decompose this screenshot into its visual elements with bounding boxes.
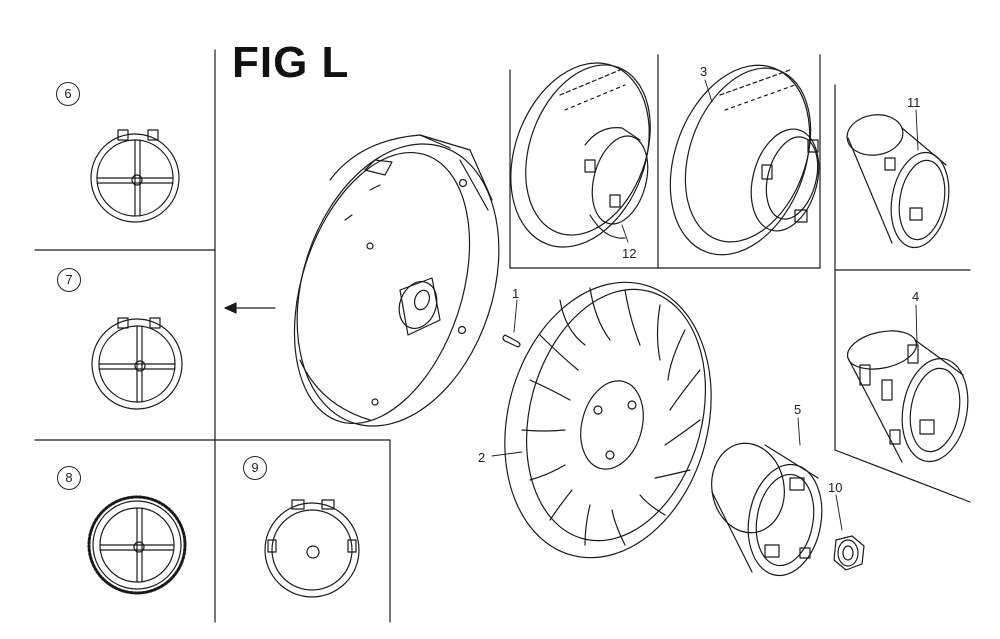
flywheel-drawing bbox=[263, 118, 534, 453]
part-10-drawing bbox=[834, 536, 864, 570]
callout-9: 9 bbox=[243, 456, 267, 480]
part-7-drawing bbox=[92, 318, 182, 409]
callout-12: 12 bbox=[622, 246, 637, 261]
figure-title: FIG L bbox=[232, 38, 350, 87]
callout-7: 7 bbox=[57, 268, 81, 292]
leader-lines bbox=[492, 80, 918, 530]
callout-5: 5 bbox=[794, 402, 802, 417]
callout-10: 10 bbox=[828, 480, 843, 495]
callout-4: 4 bbox=[912, 289, 920, 304]
part-3-drawing bbox=[645, 46, 834, 275]
part-2-drawing bbox=[475, 259, 741, 581]
divider-lines bbox=[35, 50, 970, 622]
part-6-drawing bbox=[91, 130, 179, 222]
callout-3: 3 bbox=[700, 64, 708, 79]
callout-6: 6 bbox=[56, 82, 80, 106]
part-9-drawing bbox=[265, 500, 359, 597]
callout-2: 2 bbox=[478, 450, 486, 465]
callout-11: 11 bbox=[907, 95, 921, 110]
part-4-drawing bbox=[844, 325, 976, 467]
part-11-drawing bbox=[844, 111, 955, 252]
part-8-drawing bbox=[89, 497, 185, 593]
arrow-left-icon bbox=[225, 303, 275, 313]
callout-1: 1 bbox=[512, 286, 520, 301]
part-5-drawing bbox=[705, 437, 830, 581]
callout-8: 8 bbox=[57, 466, 81, 490]
part-12-drawing bbox=[486, 43, 673, 266]
part-1-drawing bbox=[503, 335, 520, 347]
